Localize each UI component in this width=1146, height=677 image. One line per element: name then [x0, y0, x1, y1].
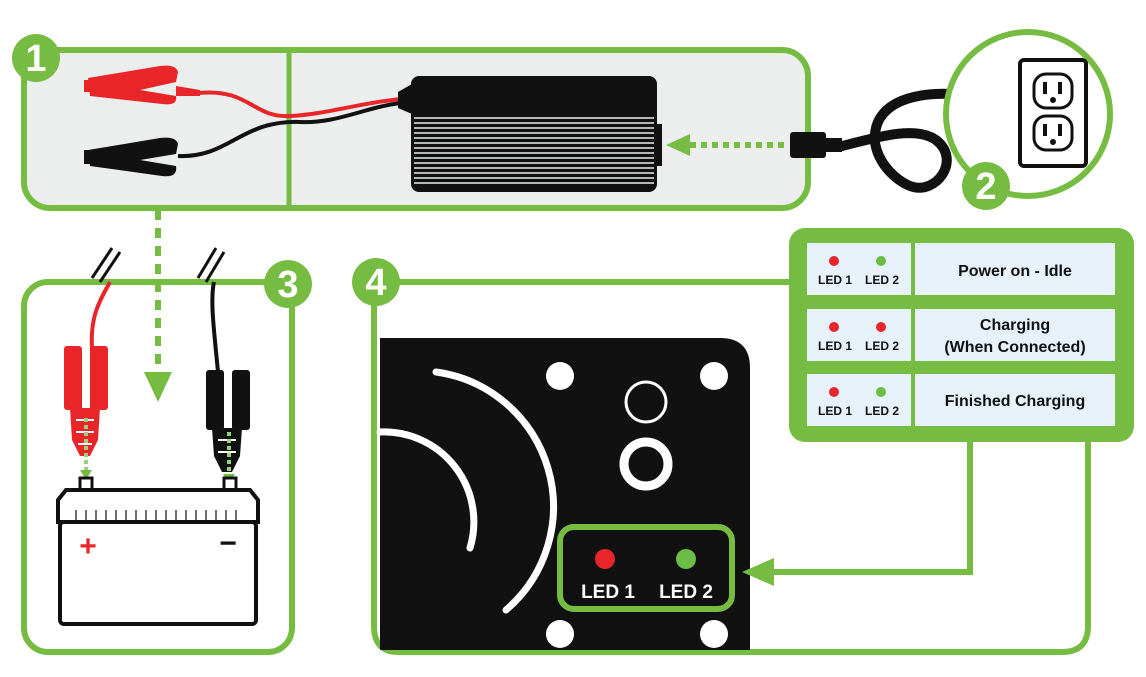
legend-led-2-dot — [876, 256, 886, 266]
legend-row: LED 1 LED 2 Power on - Idle — [807, 243, 1115, 295]
step-badge-2: 2 — [962, 162, 1010, 210]
charger-vents — [414, 117, 654, 184]
legend-led-1-dot — [829, 256, 839, 266]
legend-status-subtext: (When Connected) — [944, 339, 1085, 356]
legend-status-text: Power on - Idle — [958, 263, 1072, 280]
red-clamp-icon — [84, 65, 200, 105]
red-clamp-vertical-icon — [64, 346, 108, 480]
arrow-left-dotted-icon — [666, 134, 784, 156]
legend-led-1-label: LED 1 — [818, 404, 852, 418]
panel-4-led-panel: LED 1 LED 2 — [371, 279, 1091, 655]
step-number: 1 — [25, 38, 46, 80]
wall-outlet-icon — [1018, 58, 1088, 168]
legend-led-2-label: LED 2 — [865, 404, 899, 418]
legend-row: LED 1 LED 2 Charging (When Connected) — [807, 309, 1115, 361]
led-2-light — [676, 549, 696, 569]
led-2-label: LED 2 — [659, 582, 713, 603]
led-1-label: LED 1 — [581, 582, 635, 603]
led-indicator-panel: LED 1 LED 2 — [557, 524, 735, 612]
black-clamp-icon — [84, 137, 178, 177]
panel-2-outlet — [943, 29, 1113, 199]
arrow-down-dotted-icon — [144, 210, 172, 402]
step-badge-1: 1 — [12, 34, 60, 82]
led-1-light — [595, 549, 615, 569]
step-number: 3 — [277, 264, 298, 306]
battery-icon — [56, 476, 260, 626]
arrow-left-connector-icon — [742, 440, 973, 586]
legend-status-text: Finished Charging — [945, 393, 1085, 410]
legend-row: LED 1 LED 2 Finished Charging — [807, 374, 1115, 426]
black-clamp-vertical-icon — [206, 370, 250, 484]
battery-positive-label: + — [79, 530, 97, 563]
step-badge-3: 3 — [264, 260, 312, 308]
panel-3-battery: + − — [21, 210, 295, 655]
legend-led-2-label: LED 2 — [865, 273, 899, 287]
legend-status-text: Charging — [980, 317, 1050, 334]
legend-led-1-dot — [829, 387, 839, 397]
step-number: 2 — [975, 166, 996, 208]
legend-led-1-dot — [829, 322, 839, 332]
legend-led-2-label: LED 2 — [865, 339, 899, 353]
legend-led-2-dot — [876, 322, 886, 332]
panel-1-charger — [21, 47, 811, 211]
legend-led-1-label: LED 1 — [818, 339, 852, 353]
step-number: 4 — [365, 262, 386, 304]
step-badge-4: 4 — [352, 258, 400, 306]
led-status-legend: LED 1 LED 2 Power on - Idle LED 1 LED 2 … — [789, 228, 1134, 442]
legend-led-2-dot — [876, 387, 886, 397]
charger-unit-icon — [398, 76, 662, 192]
legend-led-1-label: LED 1 — [818, 273, 852, 287]
battery-negative-label: − — [219, 527, 237, 560]
